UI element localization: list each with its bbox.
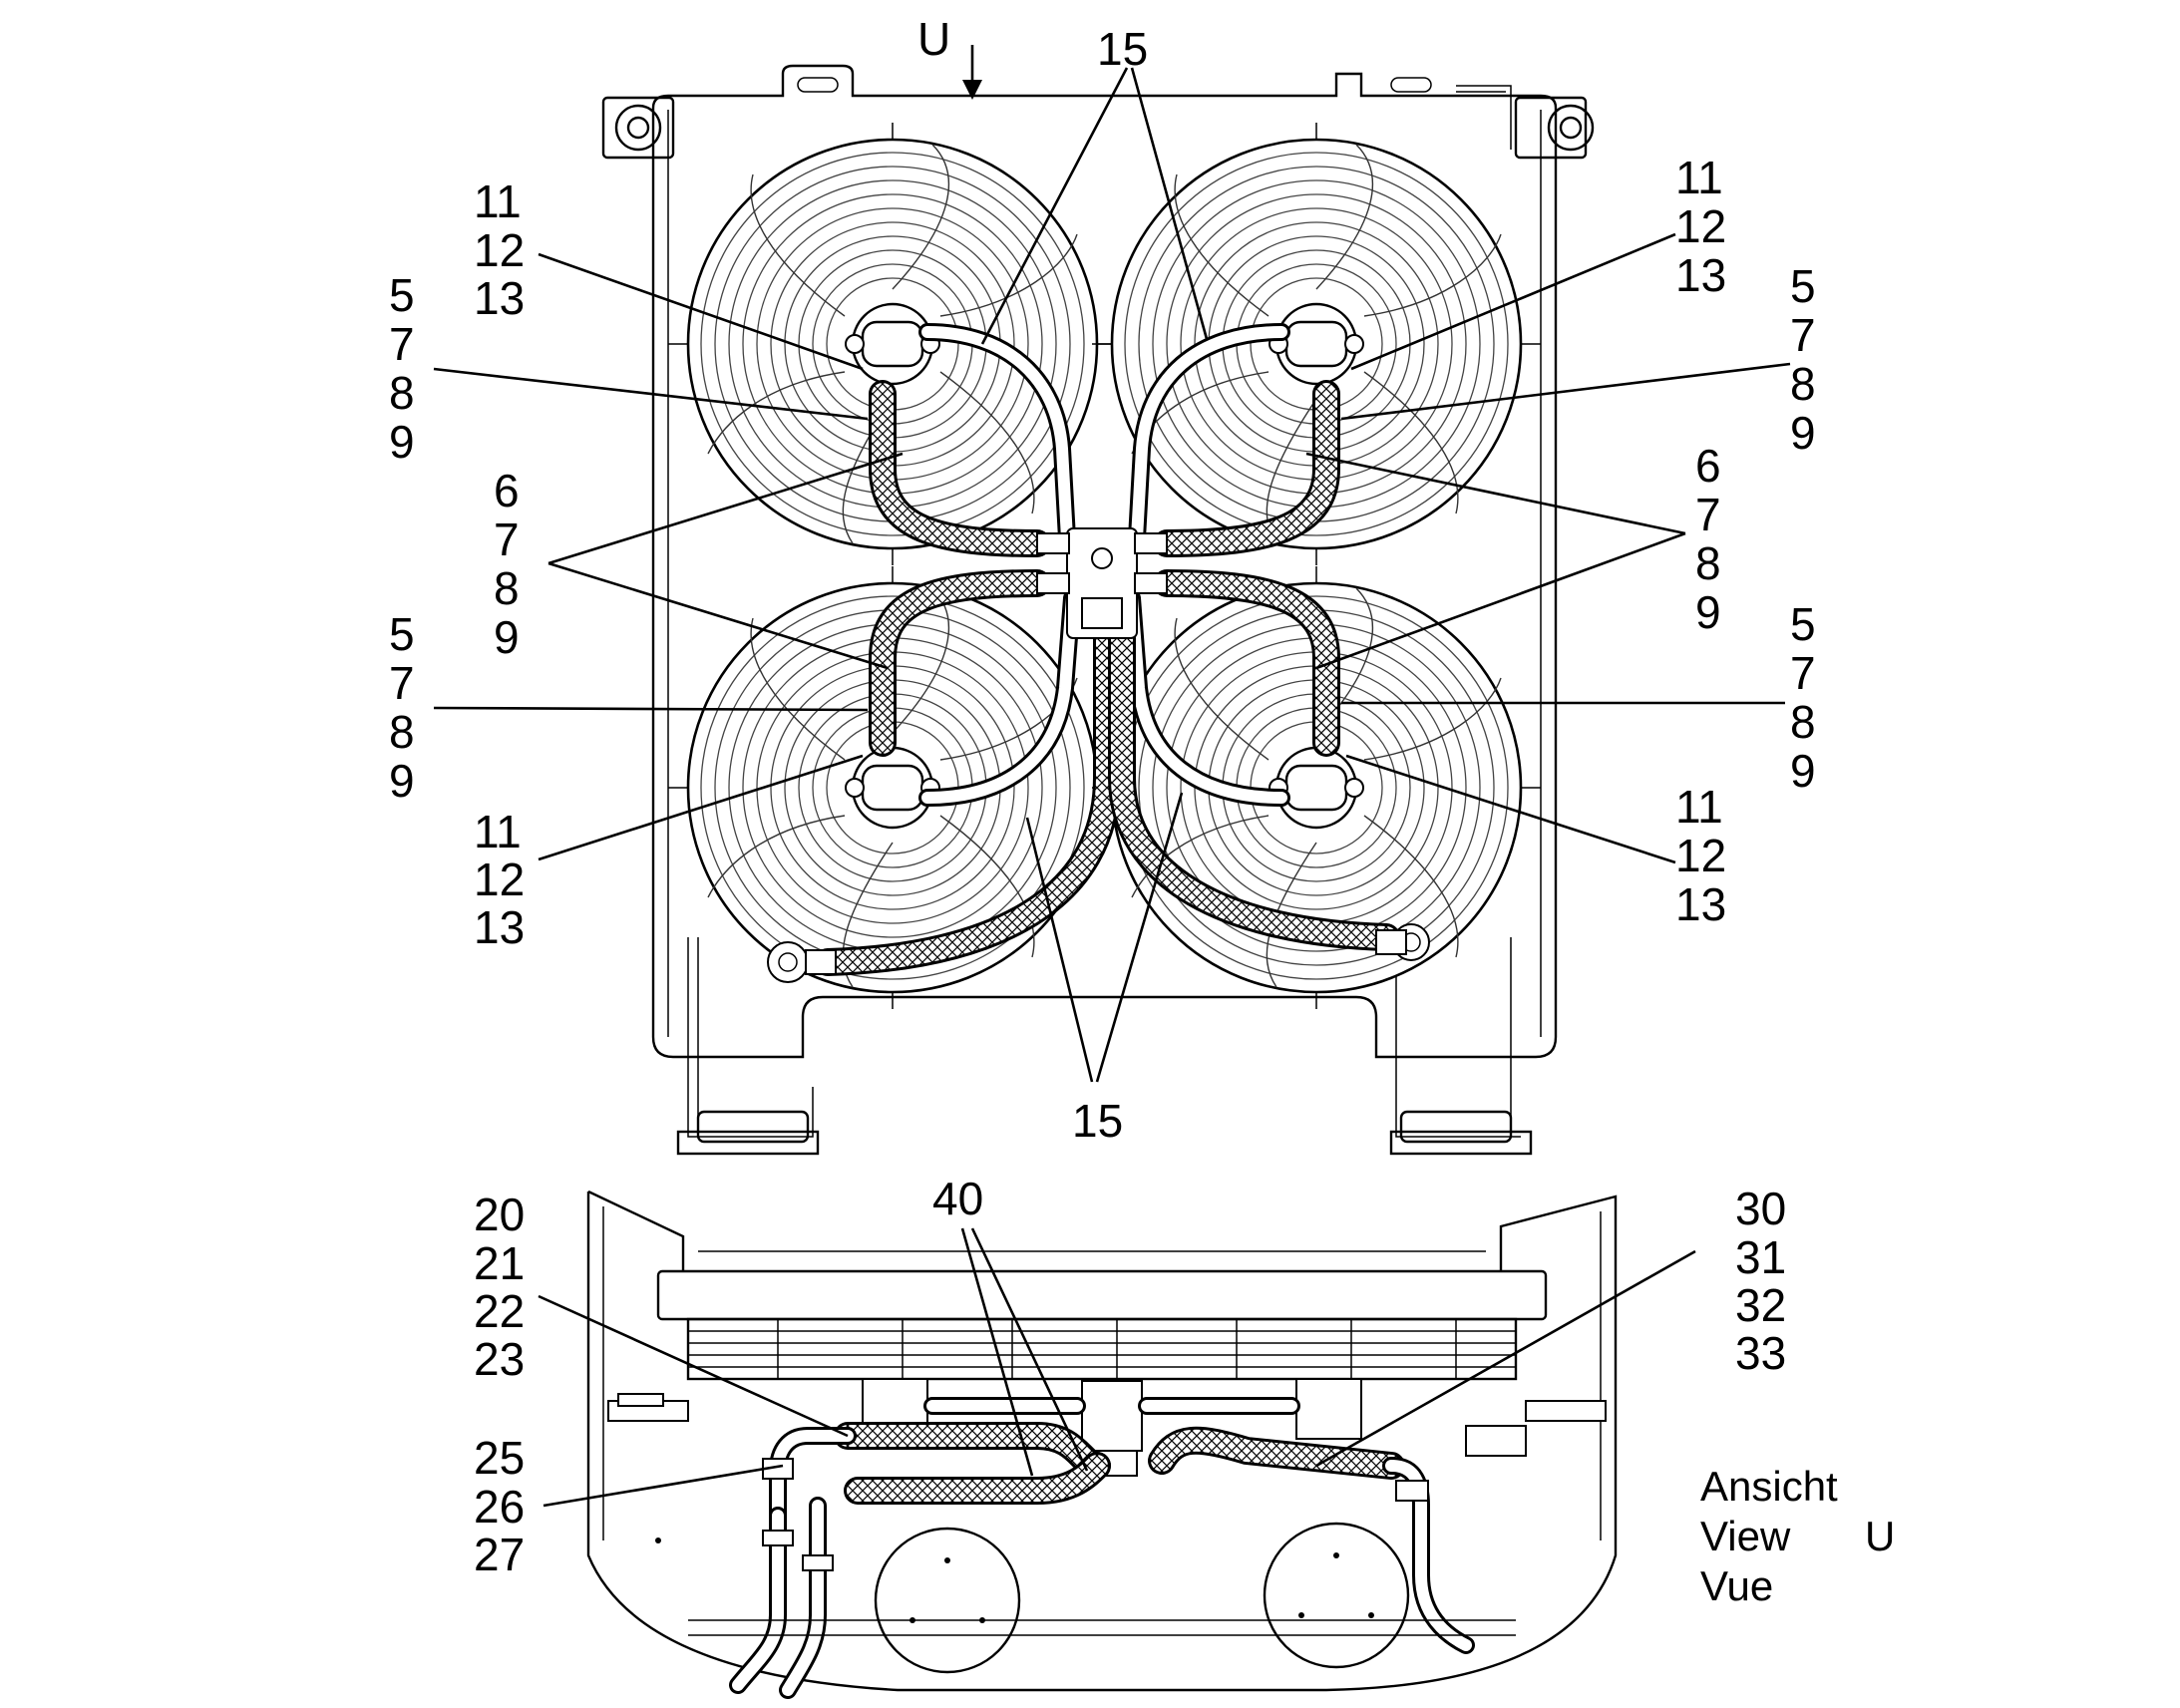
view-caption: Ansicht View U Vue <box>1700 1463 1895 1609</box>
hose-15-group <box>918 323 1290 807</box>
callout-bl-7: 7 <box>389 657 415 709</box>
right-lifting-lug <box>1456 85 1595 160</box>
callout-tl-5: 5 <box>389 269 415 321</box>
housing-outline <box>586 1190 1618 1692</box>
bottom-view-leaders <box>538 1227 1696 1508</box>
callout-br-7: 7 <box>1790 647 1816 699</box>
callout-tr-12: 12 <box>1675 200 1726 252</box>
outlet-fitting-right <box>1375 923 1430 961</box>
callout-br-9: 9 <box>1790 745 1816 797</box>
callout-23: 23 <box>474 1333 525 1385</box>
braided-hoses <box>814 380 1400 976</box>
view-caption-line2: View <box>1700 1513 1791 1559</box>
view-caption-marker: U <box>1865 1513 1895 1559</box>
view-arrow-u: U <box>917 13 982 100</box>
callout-bl-12: 12 <box>474 854 525 905</box>
callout-15-top: 15 <box>1097 23 1148 75</box>
callout-tr-6: 6 <box>1695 440 1721 492</box>
view-caption-line3: Vue <box>1700 1562 1773 1609</box>
callout-tl-11: 11 <box>474 175 522 227</box>
callout-27: 27 <box>474 1529 525 1580</box>
callout-tl-7: 7 <box>389 318 415 370</box>
fan-motor-right <box>1295 1378 1362 1440</box>
callout-tr-5: 5 <box>1790 260 1816 312</box>
outlet-fitting-left <box>767 941 837 983</box>
callout-br-11: 11 <box>1675 781 1723 833</box>
top-view-leaders <box>433 67 1791 1083</box>
callout-tl-6-8: 8 <box>494 562 520 614</box>
callout-tr-6-8: 8 <box>1695 537 1721 589</box>
bottom-view-u: 40 20 21 22 23 25 26 27 30 31 32 33 Ansi… <box>474 1173 1895 1699</box>
callout-tl-6: 6 <box>494 465 520 516</box>
callout-bl-13: 13 <box>474 901 525 953</box>
radiator-core <box>656 1269 1548 1381</box>
callout-tl-12: 12 <box>474 224 525 276</box>
callout-bl-5: 5 <box>389 608 415 660</box>
callout-tr-9: 9 <box>1790 407 1816 459</box>
callout-33: 33 <box>1735 1327 1786 1379</box>
callout-tr-6-7: 7 <box>1695 489 1721 540</box>
callout-26: 26 <box>474 1481 525 1533</box>
callout-25: 25 <box>474 1432 525 1484</box>
central-manifold <box>1036 527 1168 639</box>
right-bracket <box>1465 1400 1607 1457</box>
manifold-block <box>1081 1380 1143 1452</box>
callout-tl-13: 13 <box>474 272 525 324</box>
left-lifting-lug <box>601 96 675 160</box>
callout-br-12: 12 <box>1675 830 1726 881</box>
blower-disc-left <box>874 1527 1021 1674</box>
right-mounting-foot <box>1389 937 1533 1156</box>
callout-bl-11: 11 <box>474 806 522 857</box>
radiator-frame <box>651 64 1558 1059</box>
bottom-hoses <box>729 1397 1475 1699</box>
blower-disc-right <box>1263 1522 1410 1669</box>
callout-tr-6-9: 9 <box>1695 586 1721 638</box>
callout-br-5: 5 <box>1790 598 1816 650</box>
callout-tl-6-7: 7 <box>494 513 520 565</box>
callout-40: 40 <box>932 1173 983 1224</box>
left-bracket <box>607 1393 689 1422</box>
callout-tr-8: 8 <box>1790 358 1816 410</box>
callout-bl-8: 8 <box>389 706 415 758</box>
callout-30: 30 <box>1735 1183 1786 1234</box>
callout-tl-6-9: 9 <box>494 611 520 663</box>
callout-tr-13: 13 <box>1675 249 1726 301</box>
callout-31: 31 <box>1735 1231 1786 1283</box>
callout-22: 22 <box>474 1285 525 1337</box>
top-view-callouts: 15 15 11 12 13 5 7 8 9 6 7 8 9 5 7 8 9 1… <box>389 23 1816 1147</box>
callout-tr-7: 7 <box>1790 309 1816 361</box>
callout-br-8: 8 <box>1790 696 1816 748</box>
callout-br-13: 13 <box>1675 878 1726 930</box>
callout-20: 20 <box>474 1189 525 1240</box>
callout-21: 21 <box>474 1237 525 1289</box>
callout-32: 32 <box>1735 1279 1786 1331</box>
callout-bl-9: 9 <box>389 755 415 807</box>
callout-tr-11: 11 <box>1675 152 1723 203</box>
top-view: U 15 15 11 12 13 5 7 8 9 <box>389 13 1816 1156</box>
callout-15-bottom: 15 <box>1072 1095 1123 1147</box>
callout-tl-8: 8 <box>389 367 415 419</box>
view-marker-label: U <box>917 13 950 65</box>
bottom-view-callouts: 40 20 21 22 23 25 26 27 30 31 32 33 <box>474 1173 1786 1580</box>
callout-tl-9: 9 <box>389 416 415 468</box>
view-caption-line1: Ansicht <box>1700 1463 1838 1510</box>
left-mounting-foot <box>676 937 820 1156</box>
